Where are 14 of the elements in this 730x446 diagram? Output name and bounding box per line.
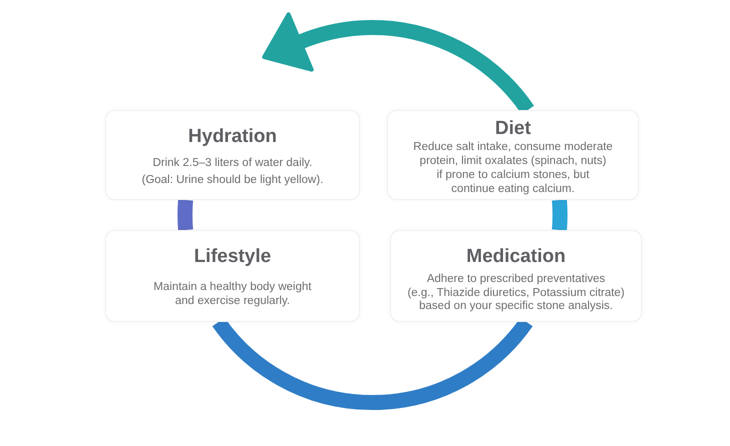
info-card bbox=[105, 110, 360, 200]
info-card bbox=[387, 110, 639, 200]
card-heading: Hydration bbox=[188, 126, 277, 148]
info-card bbox=[105, 230, 360, 322]
card-heading: Medication bbox=[466, 246, 566, 268]
card-description: Adhere to prescribed preventatives (e.g., Thiazide diuretics, Potassium citrate) based on your specific stone analysis. bbox=[407, 273, 625, 314]
curved-connector bbox=[178, 200, 194, 230]
info-card bbox=[390, 230, 642, 322]
card-heading: Lifestyle bbox=[194, 246, 272, 268]
card-description: Reduce salt intake, consume moderate protein, limit oxalates (spinach, nuts) if prone to calcium stones, but continue eating calcium. bbox=[413, 140, 613, 196]
card-description: Maintain a healthy body weight and exercise regularly. bbox=[154, 280, 312, 308]
curved-connector bbox=[552, 200, 568, 230]
card-heading: Diet bbox=[495, 118, 531, 140]
card-description: Drink 2.5–3 liters of water daily. (Goal: Urine should be light yellow). bbox=[142, 156, 324, 188]
